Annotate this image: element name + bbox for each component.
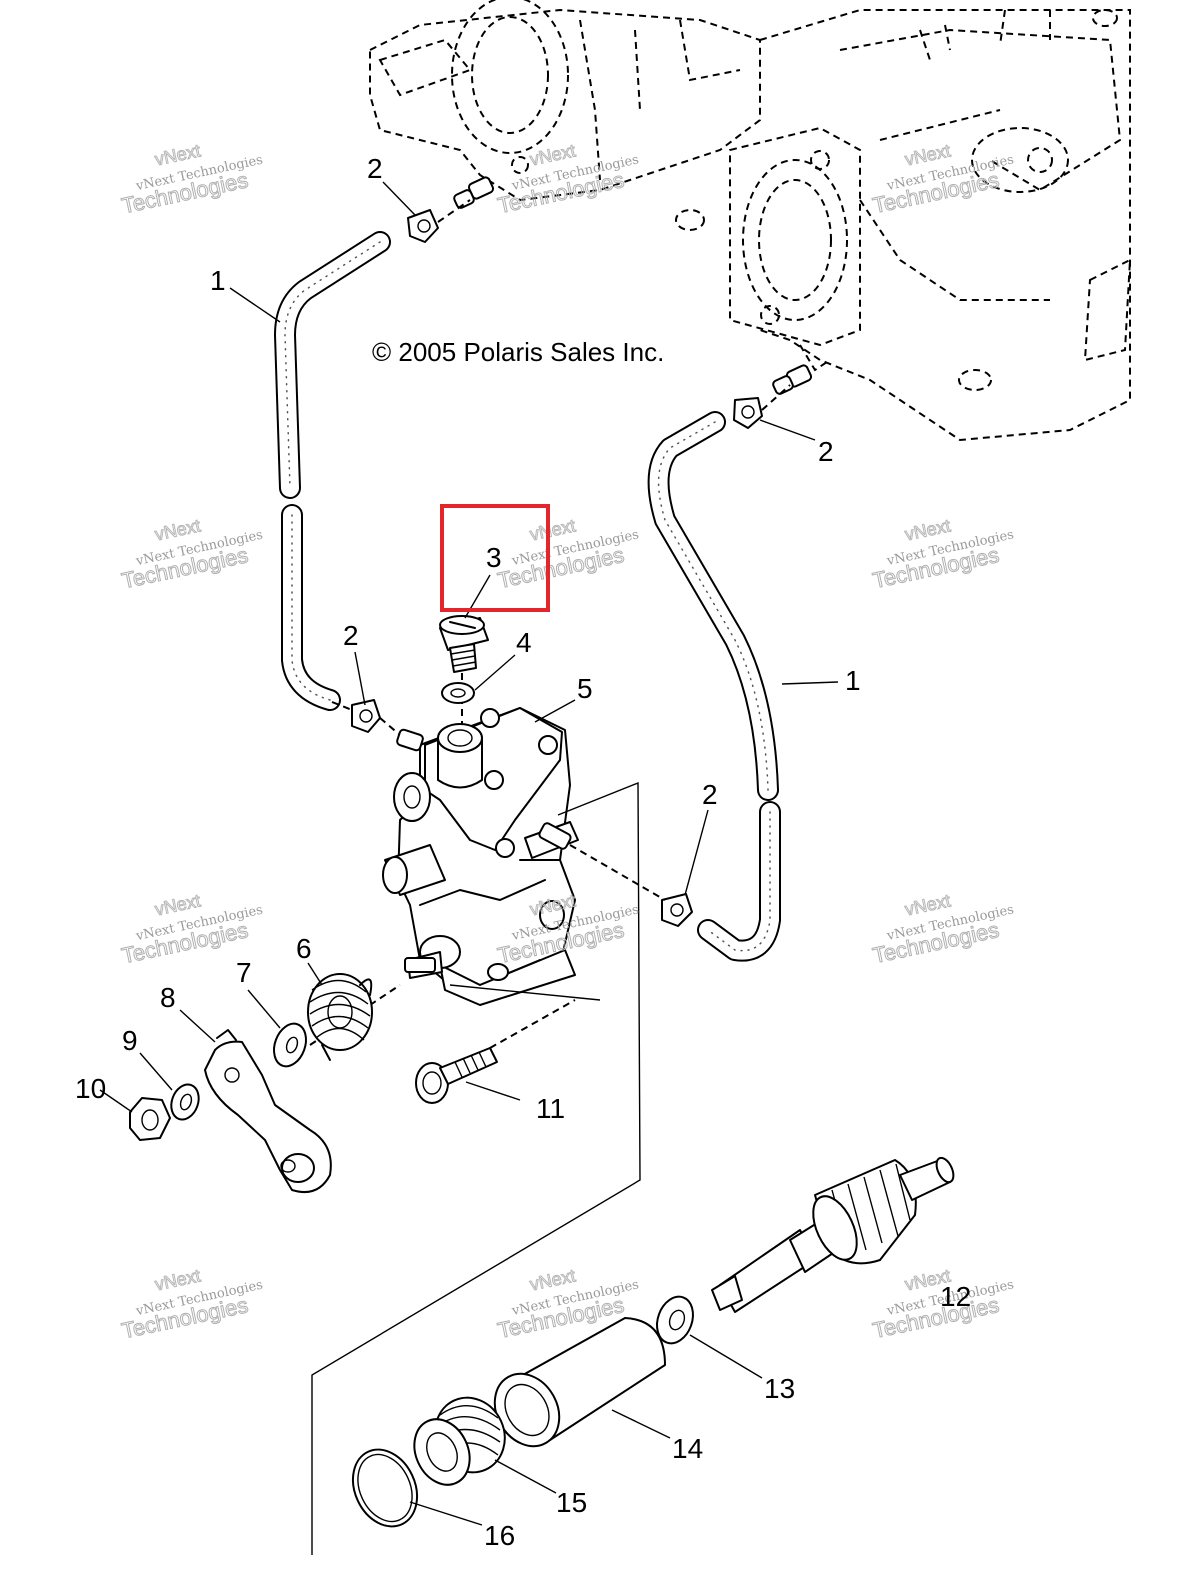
callout-14: 14 — [672, 1433, 703, 1464]
callout-2-pump-right: 2 — [702, 779, 718, 810]
hose-clamp-pump-right — [661, 893, 693, 927]
engine-block — [369, 0, 1132, 442]
watermark-mark: vNext — [903, 515, 952, 544]
hose-right — [647, 411, 779, 801]
shaft-washer — [656, 1295, 694, 1345]
return-spring — [307, 973, 373, 1061]
shaft-bushing — [493, 1317, 666, 1448]
callout-12: 12 — [940, 1281, 971, 1312]
watermark-mark: vNext — [153, 515, 202, 544]
washer — [441, 682, 475, 704]
callout-6: 6 — [296, 933, 312, 964]
pump-outlet-fitting — [538, 822, 572, 850]
block-fitting-right — [772, 364, 813, 395]
callout-10: 10 — [75, 1073, 106, 1104]
exploded-frame — [311, 781, 641, 1555]
watermark-mark: vNext — [153, 890, 202, 919]
shaft-spring — [413, 1396, 506, 1486]
bleed-screw — [439, 615, 489, 673]
lock-washer — [170, 1083, 200, 1121]
mounting-bolt — [415, 1047, 498, 1104]
hose-clamp-pump-left — [351, 699, 381, 733]
watermark-mark: vNext — [528, 140, 577, 169]
callout-labels: 1 2 2 3 2 4 5 1 2 6 7 8 9 10 11 12 13 14… — [75, 153, 971, 1551]
callout-16: 16 — [484, 1520, 515, 1551]
hose-clamp-top — [407, 209, 439, 243]
watermark-mark: vNext — [903, 140, 952, 169]
copyright-text: © 2005 Polaris Sales Inc. — [372, 337, 664, 367]
callout-4: 4 — [516, 627, 532, 658]
callout-1-upper: 1 — [210, 265, 226, 296]
callout-15: 15 — [556, 1487, 587, 1518]
callout-3: 3 — [486, 542, 502, 573]
callout-13: 13 — [764, 1373, 795, 1404]
callout-1-right: 1 — [845, 665, 861, 696]
watermark-mark: vNext — [528, 515, 577, 544]
hose-upper-left — [274, 231, 391, 499]
callout-8: 8 — [160, 982, 176, 1013]
throttle-lever — [204, 1029, 332, 1194]
watermark-mark: vNext — [153, 1265, 202, 1294]
watermark-mark: vNext — [528, 1265, 577, 1294]
pump-shaft-stub — [404, 957, 436, 973]
callout-11: 11 — [536, 1093, 565, 1124]
callout-2-pump-left: 2 — [343, 620, 359, 651]
watermark-mark: vNext — [153, 140, 202, 169]
hose-lower-right — [697, 801, 781, 962]
callout-2-right: 2 — [818, 436, 834, 467]
watermark-mark: vNext — [903, 890, 952, 919]
leader-lines — [99, 181, 839, 1526]
drive-gear-shaft — [711, 1156, 955, 1313]
hose-lower-left — [281, 504, 341, 711]
hex-nut — [129, 1097, 171, 1141]
block-fitting-left — [453, 176, 495, 209]
callout-9: 9 — [122, 1025, 138, 1056]
hose-clamp-right-top — [733, 397, 763, 429]
highlight-box — [440, 504, 550, 612]
o-ring — [351, 1448, 419, 1528]
callout-7: 7 — [236, 957, 252, 988]
callout-2-top: 2 — [367, 153, 383, 184]
callout-5: 5 — [577, 673, 593, 704]
pump-inlet-fitting — [396, 728, 424, 752]
oil-pump-body — [382, 707, 579, 1006]
lever-washer — [273, 1022, 307, 1068]
